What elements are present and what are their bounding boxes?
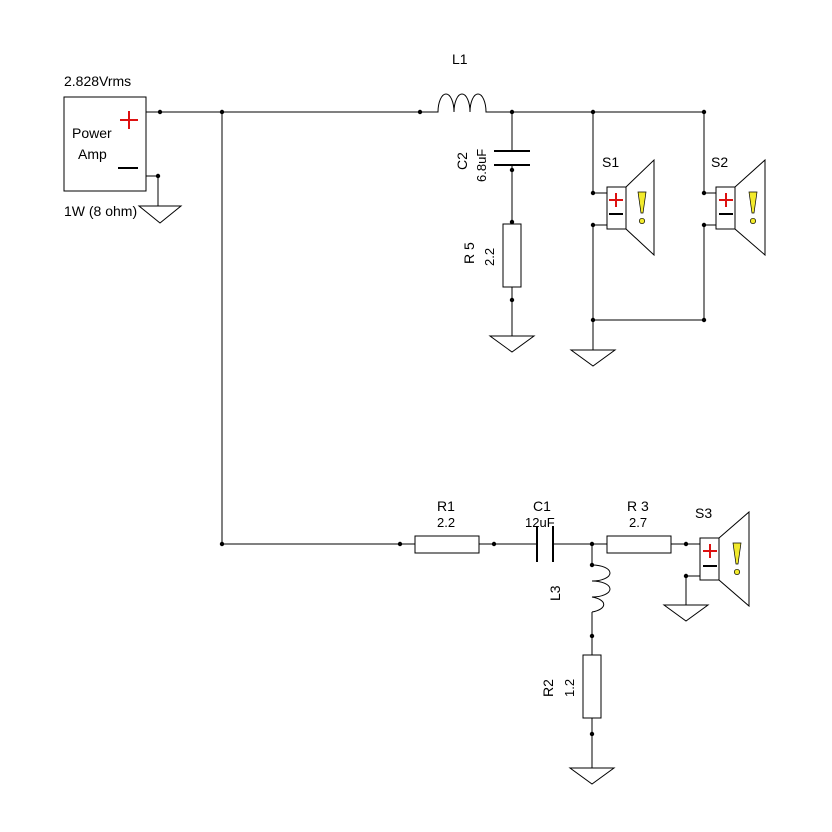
speaker-s2: S2 [711,154,766,257]
amp-plus-icon [120,111,138,129]
s2-label: S2 [711,154,728,170]
inductor-l1: L1 [420,51,490,113]
r2-ground [568,767,616,785]
c1-value: 12uF [525,515,555,530]
inductor-l3: L3 [547,564,611,613]
r5-label: R 5 [461,242,477,264]
l3-label: L3 [547,585,563,601]
amp-power-label: 1W (8 ohm) [64,203,137,219]
r3-value: 2.7 [629,515,647,530]
r5-ground [488,335,536,353]
r2-label: R2 [540,679,556,697]
l1-label: L1 [452,51,468,67]
amp-ground [137,175,183,224]
wires [146,111,716,768]
s3-label: S3 [695,505,712,521]
power-amp-box [63,96,147,192]
c2-value: 6.8uF [474,149,489,182]
power-amp: 2.828Vrms Power Amp 1W (8 ohm) [63,73,147,219]
r3-label: R 3 [627,498,649,514]
amp-voltage-label: 2.828Vrms [64,73,131,89]
capacitor-c2: C2 6.8uF [454,149,530,182]
r1-value: 2.2 [437,515,455,530]
c2-label: C2 [454,152,470,170]
resistor-r5: R 5 2.2 [461,223,522,288]
r1-label: R1 [437,498,455,514]
resistor-r1: R1 2.2 [414,498,480,554]
s3-ground [662,604,710,622]
amp-name-line1: Power [72,125,112,141]
s1-label: S1 [602,154,619,170]
speaker-s3: S3 [695,505,750,608]
capacitor-c1: C1 12uF [525,498,555,562]
speaker-s1: S1 [602,154,655,257]
junction-dots [155,109,707,737]
r2-value: 1.2 [562,679,577,697]
amp-name-line2: Amp [78,146,107,162]
resistor-r3: R 3 2.7 [606,498,672,554]
r5-value: 2.2 [482,248,497,266]
resistor-r2: R2 1.2 [540,654,602,719]
c1-label: C1 [533,498,551,514]
s12-ground [569,349,617,367]
